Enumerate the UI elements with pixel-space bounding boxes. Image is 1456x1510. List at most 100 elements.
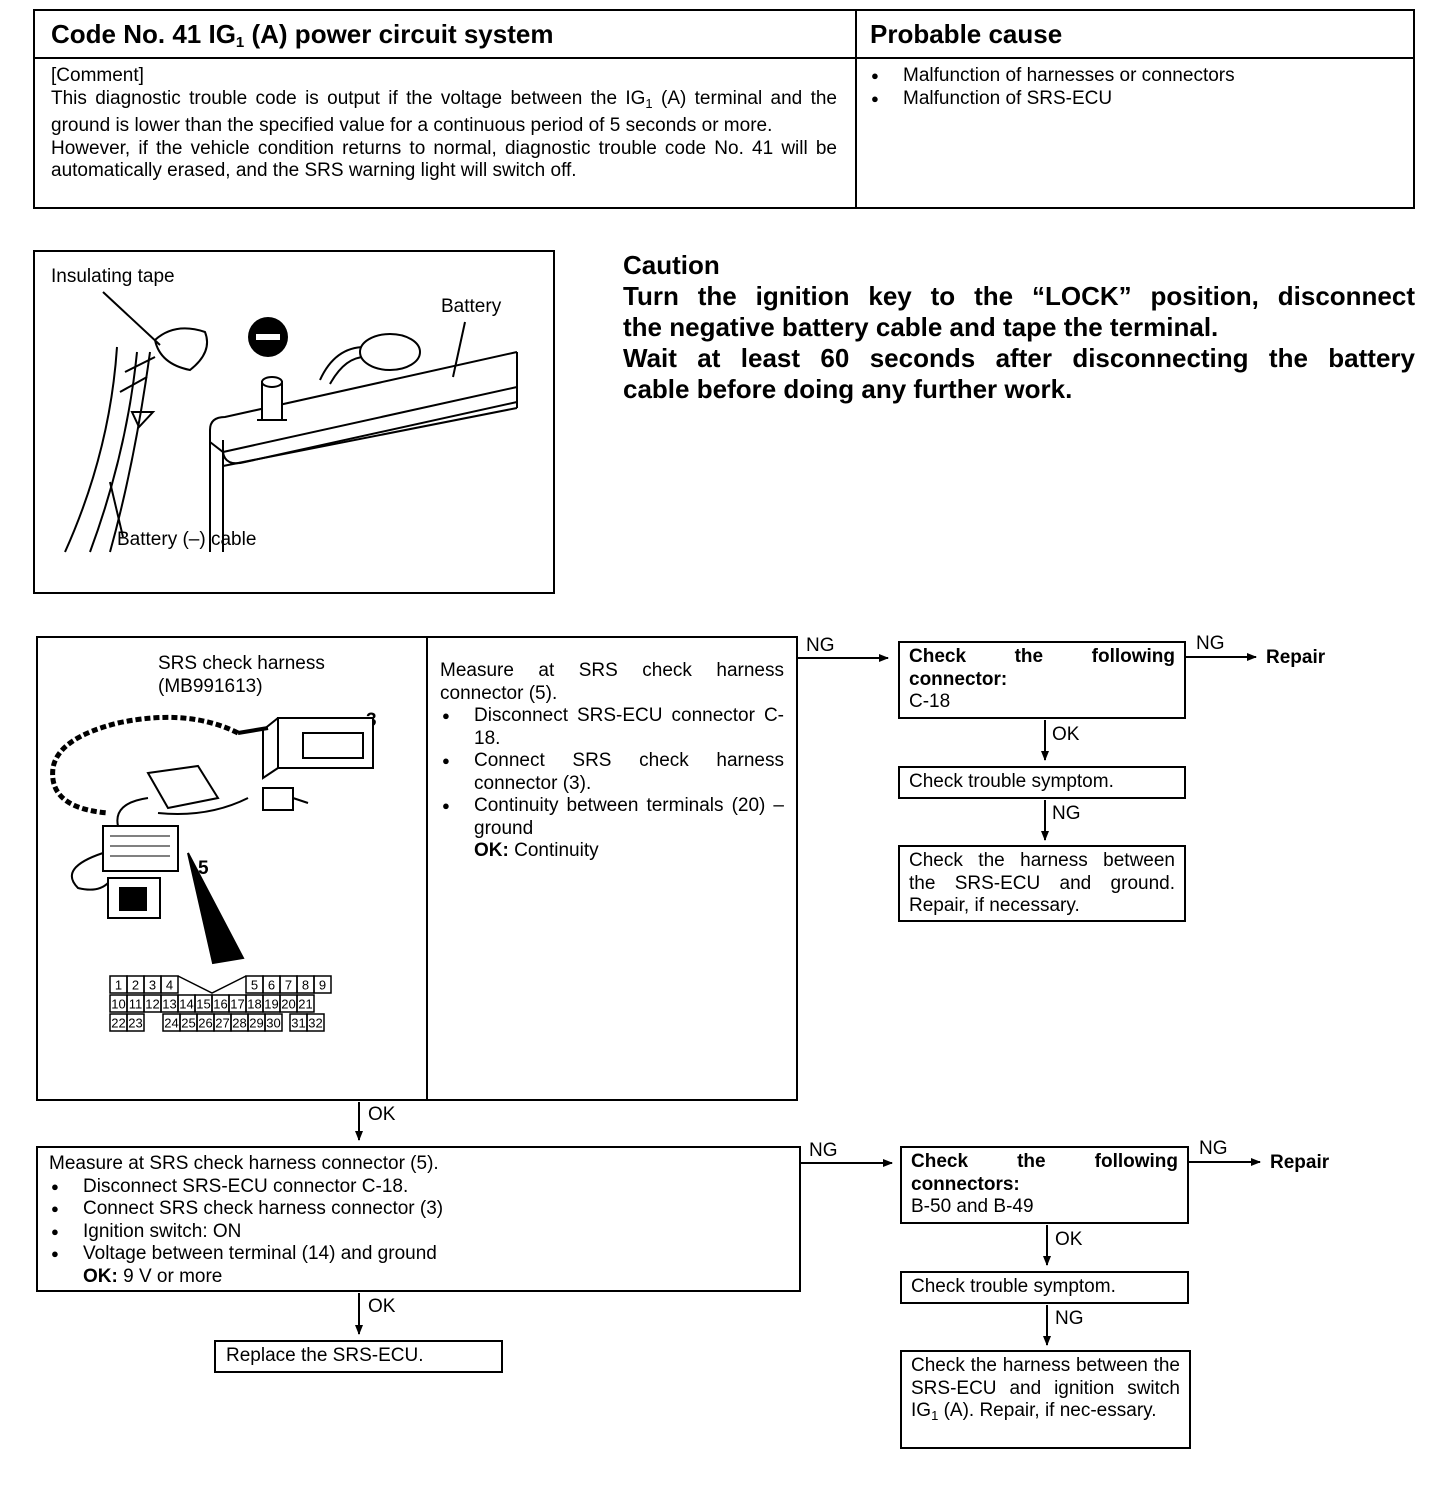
pin-number: 15 (196, 997, 210, 1012)
branch2-symptom-box: Check trouble symptom. (900, 1271, 1189, 1304)
ok-label: OK (368, 1104, 396, 1125)
ng-label: NG (1196, 633, 1225, 654)
ok-label: OK (368, 1296, 396, 1317)
pin-number: 5 (251, 978, 258, 993)
table-divider (35, 57, 1413, 59)
harness-illustration (50, 714, 374, 965)
ok-label: OK (1052, 724, 1080, 745)
comment-paragraph: This diagnostic trouble code is output i… (51, 87, 837, 137)
pin-number: 12 (145, 997, 159, 1012)
pin-number: 13 (162, 997, 176, 1012)
step2-box: Measure at SRS check harness connector (… (36, 1146, 801, 1292)
pin-number: 4 (166, 978, 173, 993)
comment-paragraph: However, if the vehicle condition return… (51, 137, 837, 182)
battery-label: Battery (441, 296, 502, 317)
ng-label: NG (809, 1140, 838, 1161)
pin-number: 27 (215, 1016, 229, 1031)
probable-cause-title: Probable cause (870, 19, 1063, 49)
branch1-check-connector-box: Check the following connector: C-18 (898, 641, 1186, 719)
pin-cell (264, 1013, 283, 1032)
branch2-harness-box: Check the harness between the SRS-ECU an… (900, 1350, 1191, 1449)
list-item: Continuity between terminals (20) – grou… (440, 795, 784, 840)
table-divider (855, 11, 857, 207)
pin-number: 28 (232, 1016, 246, 1031)
connector-5-label: 5 (198, 858, 209, 879)
repair-label: Repair (1266, 647, 1326, 668)
pin-number: 20 (281, 997, 295, 1012)
insulating-tape-label: Insulating tape (51, 266, 175, 287)
list-item: Malfunction of SRS-ECU (869, 88, 1389, 111)
step1-box: SRS check harness (MB991613) 3 5 1234567… (36, 636, 798, 1101)
pin-number: 14 (179, 997, 193, 1012)
pin-cell (126, 1013, 145, 1032)
pin-number: 26 (198, 1016, 212, 1031)
pin-number: 25 (181, 1016, 195, 1031)
comment-block: [Comment] This diagnostic trouble code i… (51, 65, 837, 183)
branch1-symptom-box: Check trouble symptom. (898, 766, 1186, 799)
list-item: Malfunction of harnesses or connectors (869, 65, 1389, 88)
list-item: Connect SRS check harness connector (3). (440, 750, 784, 795)
pin-number: 22 (111, 1016, 125, 1031)
pin-number: 2 (132, 978, 139, 993)
repair-label: Repair (1270, 1152, 1330, 1173)
step2-intro: Measure at SRS check harness connector (… (49, 1153, 439, 1174)
replace-ecu-box: Replace the SRS-ECU. (214, 1340, 503, 1373)
ok-label: OK (1055, 1229, 1083, 1250)
pin-cell (313, 975, 332, 994)
pin-number: 21 (298, 997, 312, 1012)
pin-number: 18 (247, 997, 261, 1012)
cause-list: Malfunction of harnesses or connectors M… (869, 65, 1389, 110)
diagnostic-code-table: Code No. 41 IG1 (A) power circuit system… (33, 9, 1415, 209)
pin-cell (296, 994, 315, 1013)
check-label: Check the following connector: (909, 646, 1175, 690)
list-item: Connect SRS check harness connector (3) (49, 1198, 788, 1221)
list-item: Voltage between terminal (14) and ground (49, 1243, 788, 1266)
code-title: Code No. 41 IG1 (A) power circuit system (51, 19, 554, 51)
caution-line: Wait at least 60 seconds after disconnec… (623, 343, 1415, 373)
pin-number: 10 (111, 997, 125, 1012)
pin-number: 6 (268, 978, 275, 993)
caution-block: Caution Turn the ignition key to the “LO… (623, 250, 1415, 405)
pin-number: 17 (230, 997, 244, 1012)
caution-line: Turn the ignition key to the “LOCK” posi… (623, 281, 1415, 311)
pin-number: 9 (319, 978, 326, 993)
step1-divider (426, 638, 428, 1099)
pin-number: 23 (128, 1016, 142, 1031)
battery-cable-label: Battery (–) cable (117, 529, 257, 550)
pin-number: 1 (115, 978, 122, 993)
pin-number: 16 (213, 997, 227, 1012)
ng-label: NG (1199, 1138, 1228, 1159)
pin-number: 8 (302, 978, 309, 993)
step1-ok-criterion: OK: Continuity (474, 840, 599, 861)
ng-label: NG (806, 635, 835, 656)
list-item: Ignition switch: ON (49, 1221, 788, 1244)
harness-part-number: (MB991613) (158, 676, 263, 697)
pin-number: 24 (164, 1016, 178, 1031)
list-item: Disconnect SRS-ECU connector C-18. (440, 705, 784, 750)
battery-figure: Insulating tape Battery Battery (–) cabl… (33, 250, 555, 594)
battery-illustration (64, 291, 518, 553)
pin-number: 11 (129, 997, 143, 1012)
caution-line: the negative battery cable and tape the … (623, 312, 1219, 342)
pin-number: 29 (249, 1016, 263, 1031)
step2-ok-criterion: OK: 9 V or more (83, 1265, 223, 1287)
check-value: C-18 (909, 691, 951, 712)
pin-number: 31 (291, 1016, 305, 1031)
comment-label: [Comment] (51, 65, 144, 86)
caution-line: cable before doing any further work. (623, 374, 1073, 404)
pin-number: 3 (149, 978, 156, 993)
check-value: B-50 and B-49 (911, 1196, 1034, 1217)
pin-cell (306, 1013, 325, 1032)
step1-instructions: Measure at SRS check harness connector (… (440, 660, 784, 863)
pin-number: 32 (308, 1016, 322, 1031)
caution-title: Caution (623, 250, 720, 280)
ng-label: NG (1052, 803, 1081, 824)
pin-number: 19 (264, 997, 278, 1012)
harness-name: SRS check harness (158, 653, 325, 674)
step1-intro: Measure at SRS check harness connector (… (440, 660, 784, 704)
list-item: Disconnect SRS-ECU connector C-18. (49, 1176, 788, 1199)
ng-label: NG (1055, 1308, 1084, 1329)
pin-cell (160, 975, 179, 994)
pin-number: 7 (285, 978, 292, 993)
